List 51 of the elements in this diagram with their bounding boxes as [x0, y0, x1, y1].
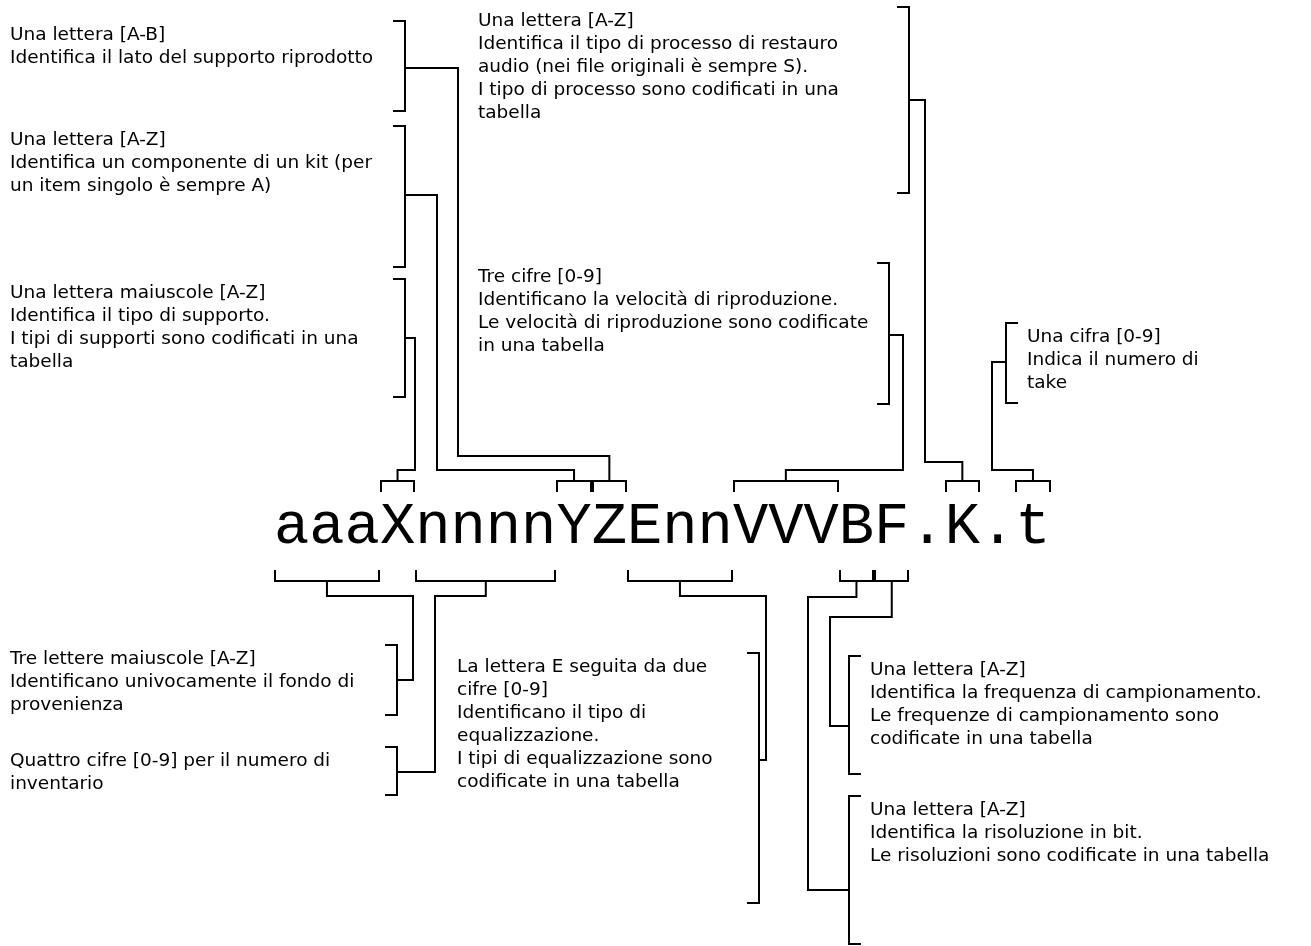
code-letters: Z: [591, 498, 627, 558]
leader-line: [991, 361, 1034, 481]
description-text: Identifica un componente di un kit (per un item singolo è sempre A): [10, 150, 374, 196]
description-text: Identificano il tipo di equalizzazione.: [457, 700, 648, 746]
leader-line: [678, 581, 767, 761]
description-text: Le frequenze di campionamento sono codificate in una tabella: [870, 703, 1221, 749]
separator-dot: .: [980, 498, 1016, 558]
leader-line: [405, 67, 611, 481]
code-letters: K: [944, 498, 980, 558]
code-format-heading: Una lettera [A-Z]: [478, 8, 635, 31]
description-text: Identifica il tipo di processo di restauro audio (nei file originali è sempre S).: [478, 31, 840, 77]
leader-line: [325, 581, 414, 681]
separator-dot: .: [909, 498, 945, 558]
leader-line: [396, 337, 416, 481]
description-text: Identificano univocamente il fondo di provenienza: [10, 669, 356, 715]
description-text: Identificano la velocità di riproduzione.: [478, 287, 840, 310]
code-letters: t: [1015, 498, 1051, 558]
leader-line: [405, 194, 576, 481]
code-format-heading: Una lettera [A-Z]: [870, 657, 1027, 680]
code-format-heading: Tre cifre [0-9]: [478, 264, 603, 287]
code-letters: VVV: [732, 498, 839, 558]
leader-line: [829, 581, 893, 727]
description-text: Identifica la risoluzione in bit.: [870, 820, 1144, 843]
code-format-heading: Una lettera [A-Z]: [10, 127, 167, 150]
leader-line: [397, 581, 487, 773]
leader-line: [807, 581, 858, 891]
leader-line: [784, 334, 904, 481]
code-letters: F: [874, 498, 910, 558]
description-text: Identifica la frequenza di campionamento.: [870, 680, 1263, 703]
code-letters: B: [838, 498, 875, 558]
code-letters: nnnn: [415, 498, 557, 558]
description-text: I tipo di processo sono codificati in una tabella: [478, 77, 840, 123]
description-text: Quattro cifre [0-9] per il numero di inventario: [10, 748, 332, 794]
description-text: Indica il numero di take: [1027, 347, 1200, 393]
code-letters: aaa: [274, 498, 380, 558]
code-format-heading: La lettera E seguita da due cifre [0-9]: [457, 654, 709, 700]
code-letters: X: [379, 498, 416, 558]
code-format-heading: Tre lettere maiuscole [A-Z]: [10, 646, 257, 669]
code-letters: Enn: [627, 498, 733, 558]
description-text: Identifica il lato del supporto riprodotto: [10, 45, 375, 68]
code-format-heading: Una lettera [A-B]: [10, 22, 167, 45]
code-letters: Y: [556, 498, 592, 558]
leader-line: [909, 99, 964, 481]
description-text: I tipi di equalizzazione sono codificate in una tabella: [457, 746, 714, 792]
description-text: Identifica il tipo di supporto.: [10, 303, 271, 326]
description-text: I tipi di supporti sono codificati in una tabella: [10, 326, 360, 372]
code-format-heading: Una lettera maiuscole [A-Z]: [10, 280, 267, 303]
code-format-heading: Una lettera [A-Z]: [870, 797, 1027, 820]
code-format-heading: Una cifra [0-9]: [1027, 324, 1162, 347]
description-text: Le risoluzioni sono codificate in una tabella: [870, 843, 1271, 866]
description-text: Le velocità di riproduzione sono codificate in una tabella: [478, 310, 870, 356]
